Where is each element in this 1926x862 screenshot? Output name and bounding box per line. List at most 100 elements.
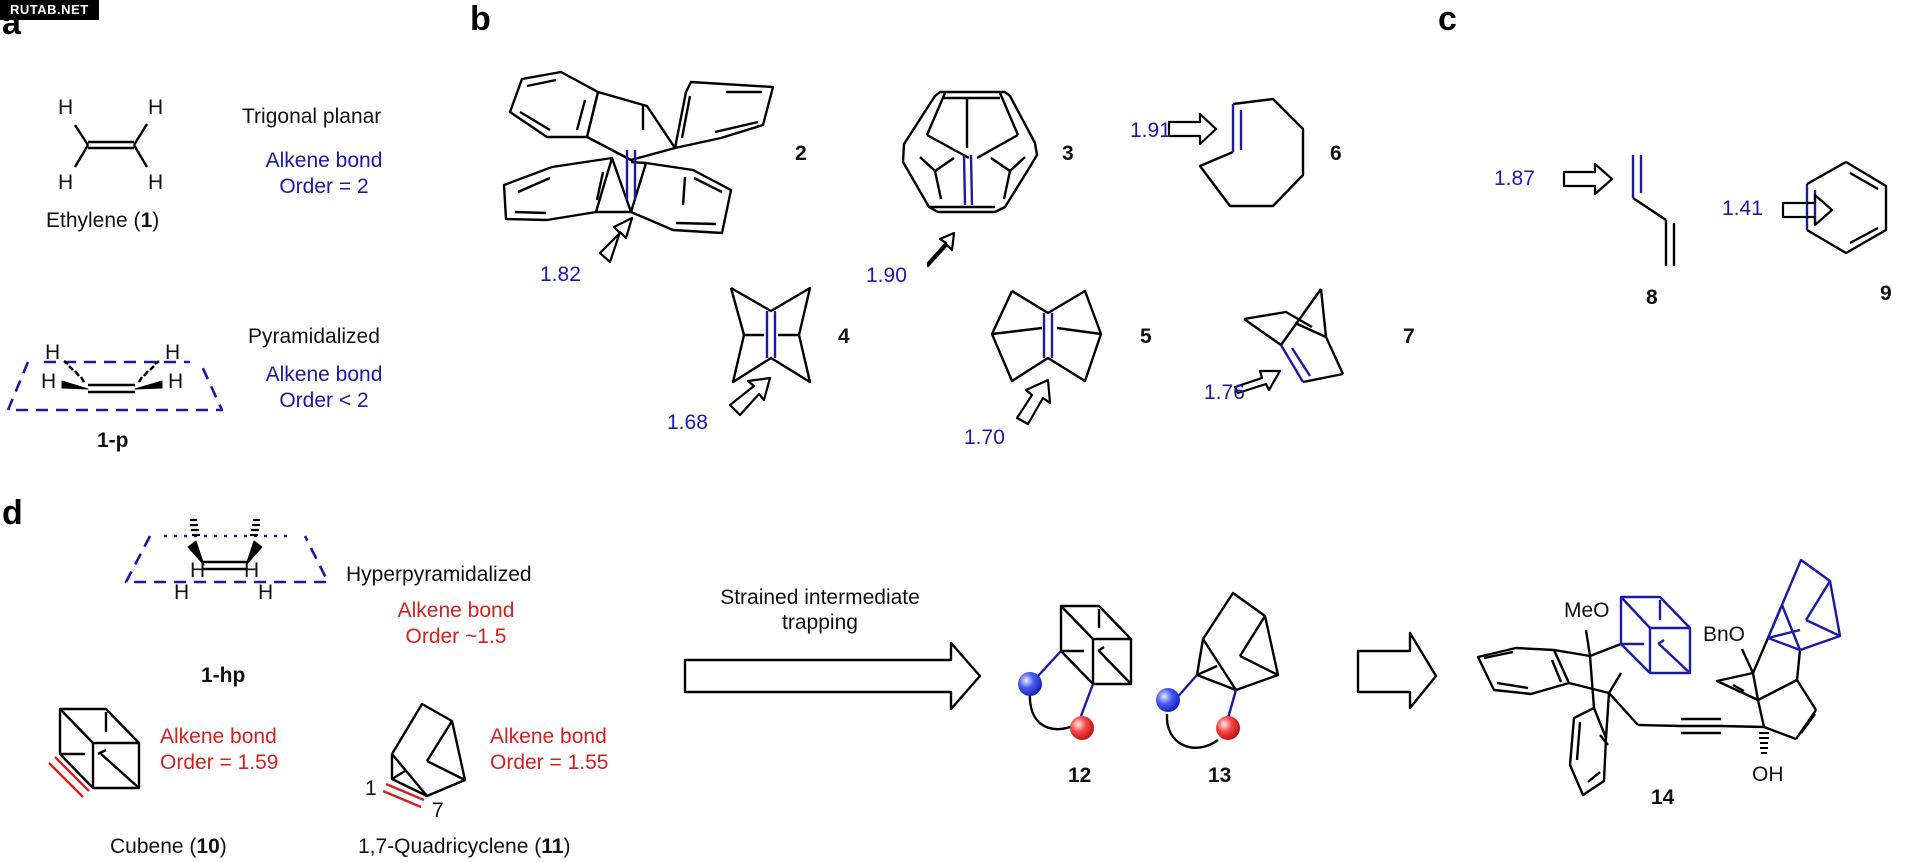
cubene-caption: Cubene (10) [110, 836, 227, 857]
bond-order-line1: Alkene bond [490, 725, 607, 748]
atom-h: H [258, 581, 274, 604]
pyramidalized-ethylene-structure [6, 360, 224, 412]
compound-14-structure [1476, 558, 1842, 797]
bond-order-3: 1.90 [866, 264, 907, 287]
compound-number-8: 8 [1646, 286, 1658, 309]
panel-label-a: a [2, 4, 21, 42]
bond-order-2: 1.82 [540, 263, 581, 286]
compound-name-close: ) [563, 835, 571, 858]
geometry-label: Pyramidalized [248, 325, 380, 348]
compound-12-structure [1028, 604, 1133, 731]
trapping-arrow-icon [683, 641, 982, 711]
compound-8-structure [1631, 155, 1676, 266]
arrow-label-line2: trapping [782, 611, 858, 634]
compound-number-6: 6 [1330, 142, 1342, 165]
bond-order-label: Alkene bond Order ~1.5 [376, 600, 536, 647]
compound-number-3: 3 [1062, 142, 1074, 165]
atom-h: H [41, 370, 57, 393]
compound-number-14: 14 [1651, 786, 1675, 809]
arrow-icon [1562, 162, 1614, 196]
arrow-icon [598, 216, 634, 264]
panel-label-d: d [2, 494, 23, 532]
substituent-oh: OH [1752, 763, 1784, 786]
arrow-icon [728, 376, 772, 417]
red-sphere-icon [1070, 716, 1094, 740]
substituent-meo: MeO [1564, 599, 1610, 622]
arrow-icon [1015, 378, 1052, 426]
compound-number-7: 7 [1403, 325, 1415, 348]
quadricyclene-structure [382, 702, 467, 809]
compound-5-structure [990, 289, 1103, 383]
atom-label-7: 7 [432, 799, 444, 822]
watermark: RUTAB.NET [0, 0, 99, 20]
compound-name: Ethylene ( [46, 209, 141, 232]
bond-order-line2: Order ~1.5 [405, 625, 507, 648]
cubene-structure [48, 707, 141, 798]
arrow-icon [1233, 369, 1282, 395]
compound-9-structure [1805, 160, 1888, 255]
bond-order-7: 1.76 [1204, 381, 1245, 404]
compound-number: 1 [140, 209, 153, 232]
hyperpyramidalized-ethylene-structure [124, 518, 330, 584]
compound-name-close: ) [152, 209, 160, 232]
atom-h: H [168, 370, 184, 393]
compound-number-12: 12 [1068, 764, 1092, 787]
quadricyclene-caption: 1,7-Quadricyclene (11) [358, 836, 570, 857]
bond-order-5: 1.70 [964, 426, 1005, 449]
compound-number: 11 [541, 835, 564, 858]
compound-3-structure [901, 90, 1039, 214]
bond-order-line1: Alkene bond [160, 725, 277, 748]
bond-order-6: 1.91 [1130, 119, 1171, 142]
arrow-label-line1: Strained intermediate [720, 586, 920, 609]
panel-label-b: b [470, 0, 491, 38]
bond-order-line1: Alkene bond [397, 599, 515, 622]
bond-order-line1: Alkene bond [265, 363, 383, 386]
compound-6-structure [1198, 97, 1305, 208]
compound-name: Cubene ( [110, 835, 197, 858]
compound-label-1p: 1-p [97, 429, 129, 452]
atom-h: H [45, 341, 61, 364]
compound-name-close: ) [219, 835, 227, 858]
bond-order-label: Alkene bond Order = 1.59 [160, 726, 278, 773]
atom-h: H [58, 96, 74, 119]
ethylene-caption: Ethylene (1) [46, 210, 159, 231]
geometry-label: Trigonal planar [242, 105, 382, 128]
compound-number-9: 9 [1880, 282, 1892, 305]
red-sphere-icon [1216, 716, 1240, 740]
arrow-icon [1356, 631, 1438, 710]
arrow-icon [926, 231, 956, 268]
compound-number-4: 4 [838, 325, 850, 348]
compound-name: 1,7-Quadricyclene ( [358, 835, 542, 858]
atom-h: H [190, 559, 206, 582]
bond-order-label: Alkene bond Order = 1.55 [490, 726, 608, 773]
compound-label-1hp: 1-hp [201, 664, 246, 687]
bond-order-8: 1.87 [1494, 167, 1535, 190]
bond-order-line2: Order < 2 [279, 389, 369, 412]
compound-number-5: 5 [1140, 325, 1152, 348]
blue-sphere-icon [1156, 688, 1180, 712]
compound-7-structure [1243, 288, 1345, 384]
geometry-label: Hyperpyramidalized [346, 563, 532, 586]
atom-label-1: 1 [365, 777, 377, 800]
bond-order-line2: Order = 1.59 [160, 751, 279, 774]
arrow-icon [1167, 112, 1218, 146]
compound-number-2: 2 [795, 142, 807, 165]
bond-order-9: 1.41 [1722, 197, 1763, 220]
arrow-icon [1781, 193, 1834, 227]
atom-h: H [244, 559, 260, 582]
atom-h: H [165, 341, 181, 364]
bond-order-label: Alkene bond Order = 2 [244, 150, 404, 197]
substituent-bno: BnO [1703, 623, 1746, 646]
bond-order-4: 1.68 [667, 411, 708, 434]
blue-sphere-icon [1018, 672, 1042, 696]
bond-order-line1: Alkene bond [265, 149, 383, 172]
panel-label-c: c [1438, 0, 1457, 38]
bond-order-label: Alkene bond Order < 2 [244, 364, 404, 411]
compound-2-structure [502, 70, 775, 235]
bond-order-line2: Order = 1.55 [490, 751, 609, 774]
atom-h: H [148, 171, 164, 194]
ethylene-structure [73, 123, 149, 168]
compound-number-13: 13 [1208, 764, 1232, 787]
